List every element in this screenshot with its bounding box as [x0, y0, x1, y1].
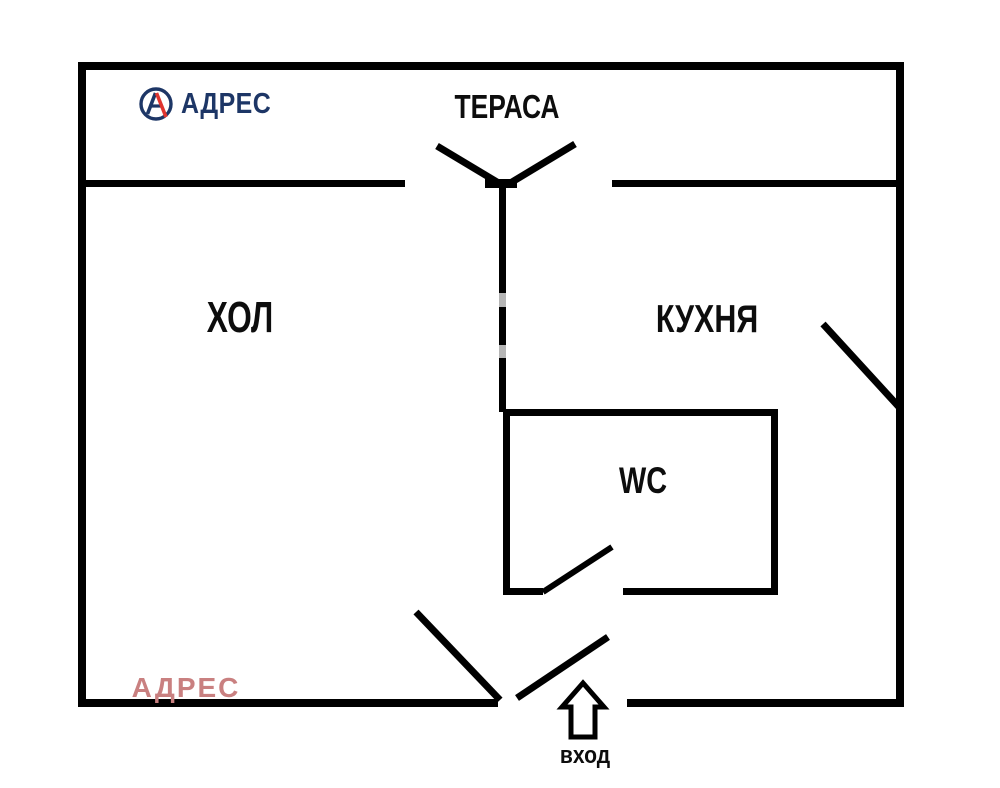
terrace-door-swing-left	[435, 142, 499, 186]
wall-outer-right	[896, 62, 904, 707]
wall-faded-patch-upper	[499, 293, 506, 307]
wall-outer-left	[78, 62, 86, 707]
entrance-door-swing-left	[413, 609, 503, 703]
wall-terrace-right-segment	[612, 180, 898, 187]
wall-wc-bottom-right-segment	[623, 588, 778, 595]
wall-wc-top	[503, 409, 778, 416]
wall-outer-bottom-right-of-entrance	[627, 699, 904, 707]
entrance-arrow-icon	[556, 679, 610, 740]
brand-logo-text: АДРЕС	[181, 87, 272, 120]
entrance-label: вход	[559, 742, 611, 769]
wall-faded-patch-lower	[499, 345, 506, 358]
wall-outer-bottom-left-of-entrance	[78, 699, 498, 707]
room-label-wc: WC	[618, 460, 668, 501]
wc-door-swing	[541, 544, 614, 595]
kitchen-door-swing	[820, 321, 902, 410]
room-label-hall: ХОЛ	[206, 293, 274, 342]
brand-logo: АДРЕС	[138, 86, 286, 122]
wall-wc-right	[771, 409, 778, 595]
entrance-door-swing-right	[515, 634, 610, 701]
wall-wc-left	[503, 409, 510, 595]
room-label-kitchen: КУХНЯ	[655, 298, 759, 341]
wall-terrace-left-segment	[82, 180, 405, 187]
terrace-door-swing-right	[510, 141, 577, 185]
wall-wc-bottom-left-segment	[503, 588, 543, 595]
room-label-terrace: ТЕРАСА	[454, 88, 560, 125]
circled-a-logo-icon	[139, 87, 173, 121]
brand-watermark: АДРЕС	[131, 672, 241, 703]
wall-outer-top	[78, 62, 904, 70]
